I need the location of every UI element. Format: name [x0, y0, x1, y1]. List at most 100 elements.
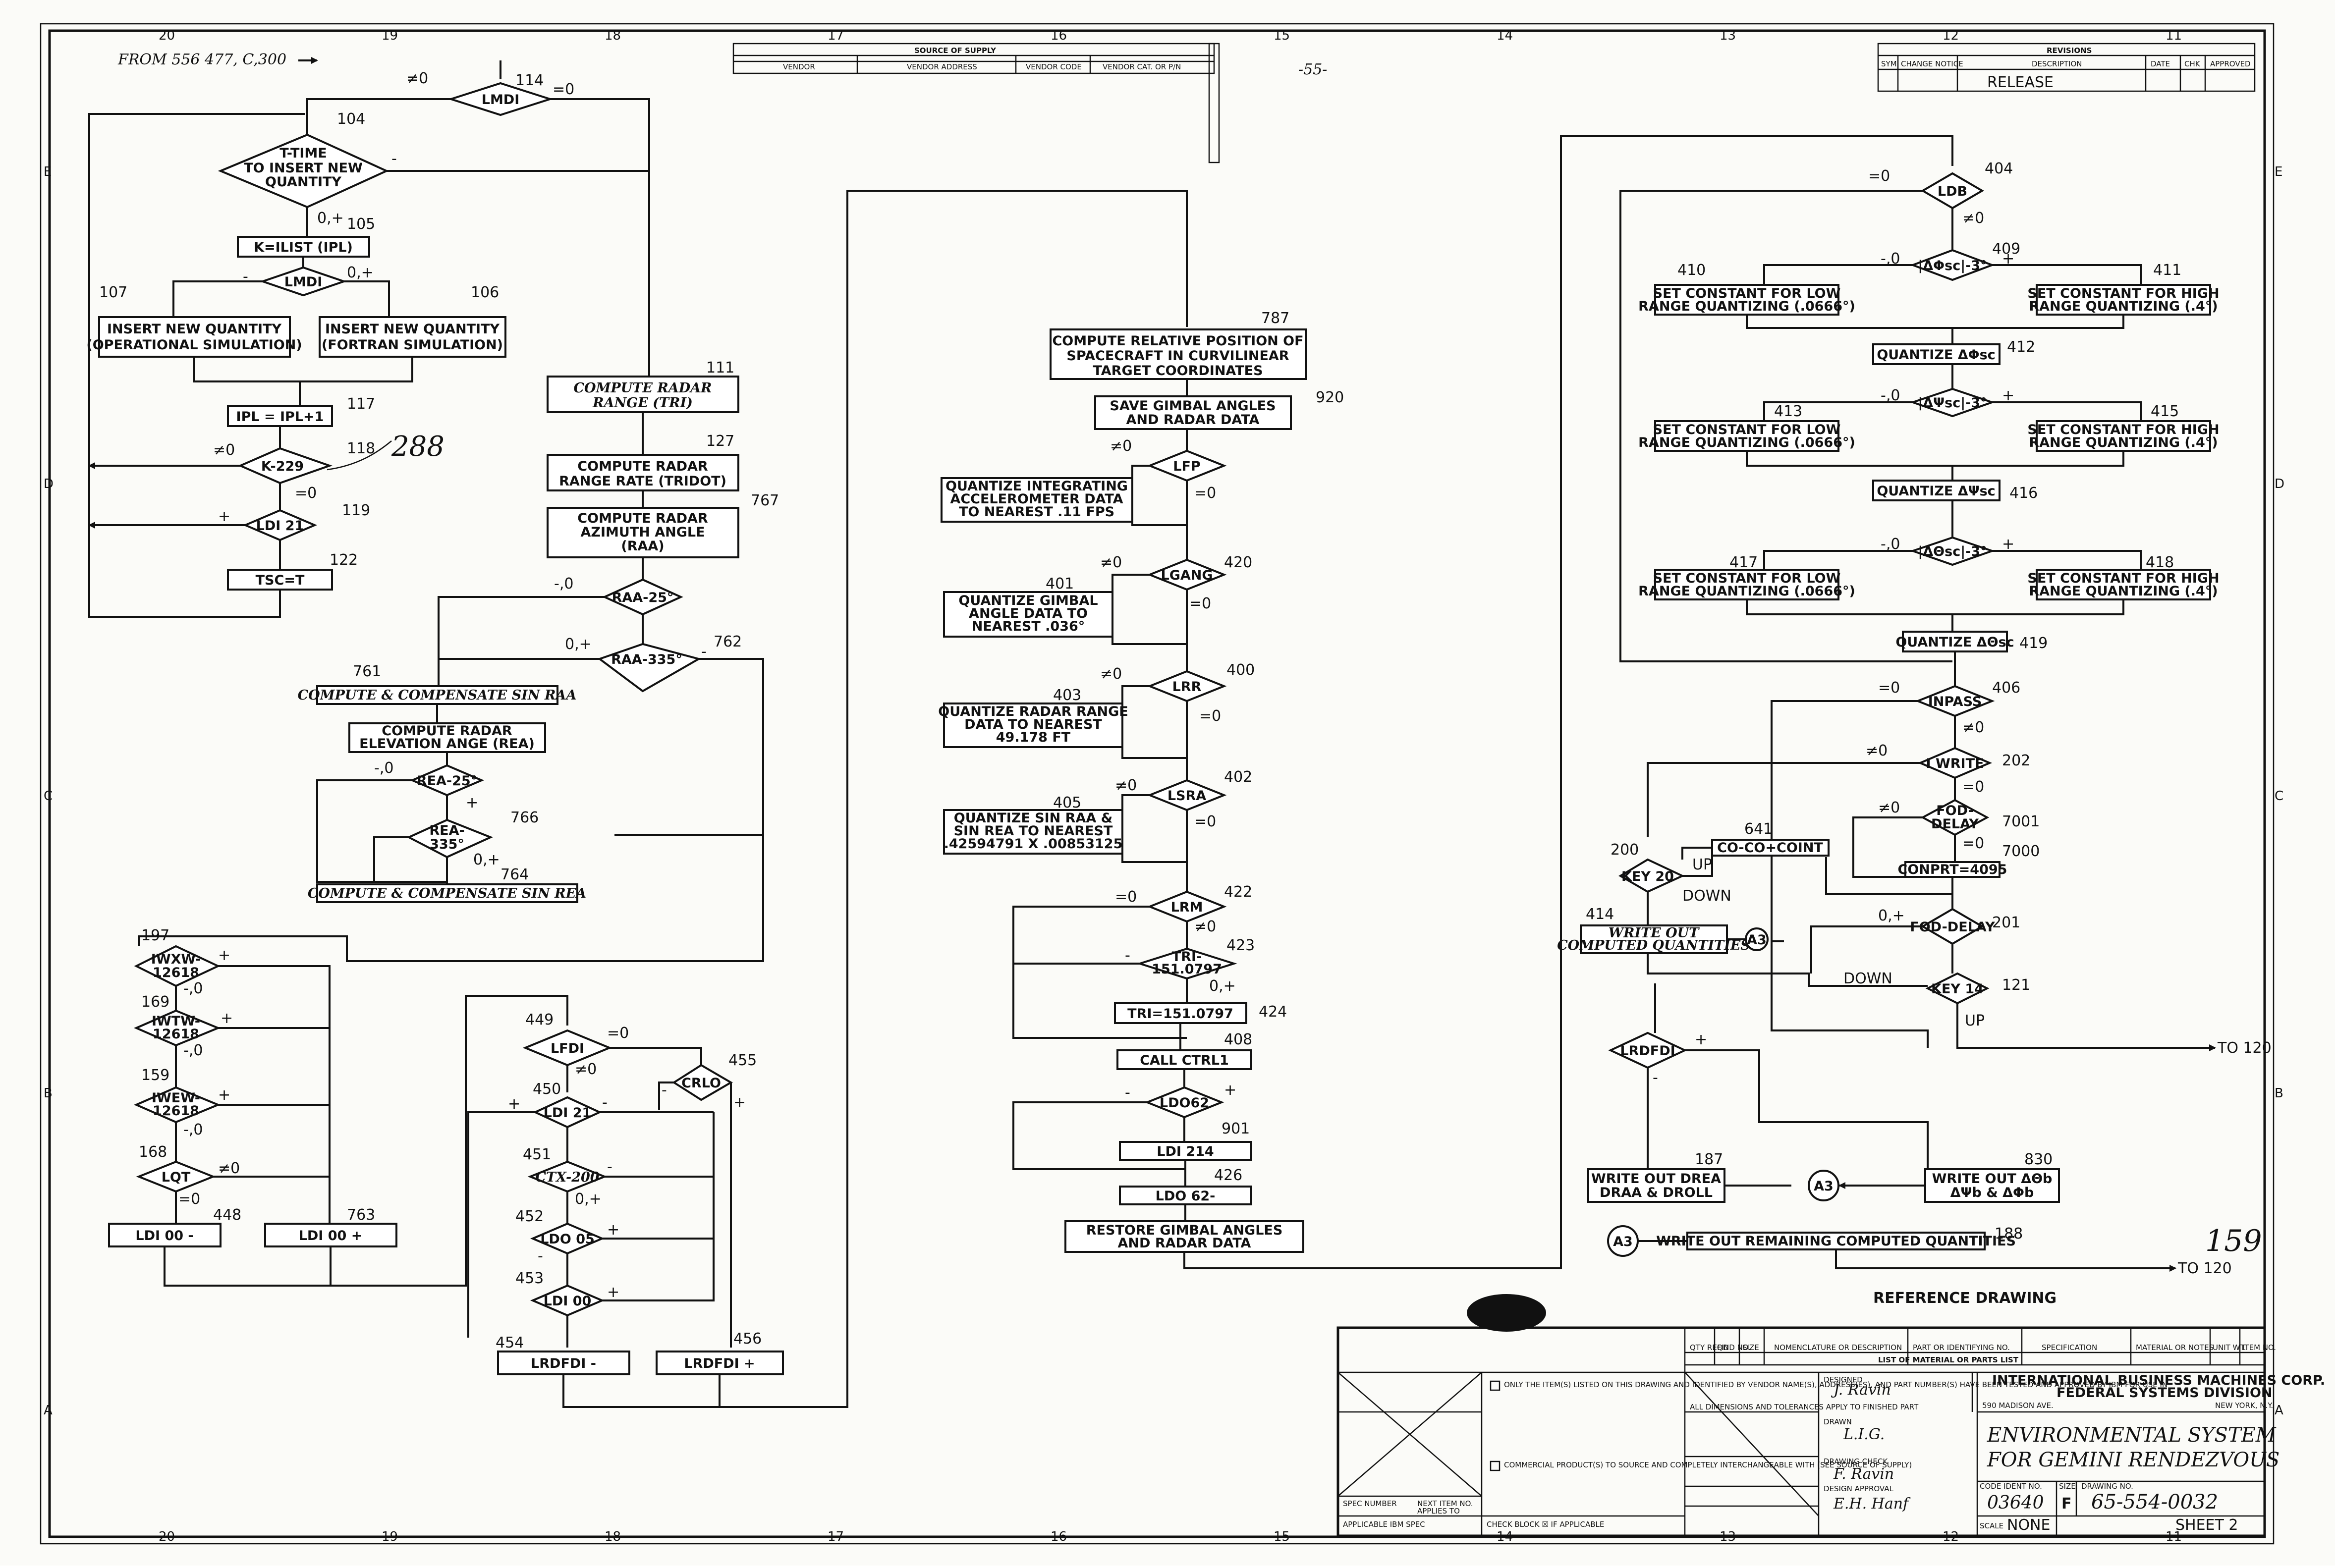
branch-label: ≠0 — [213, 441, 235, 459]
decision-label: LRR — [1172, 679, 1202, 695]
process-label: SET CONSTANT FOR LOW — [1653, 422, 1841, 437]
node-number: 415 — [2151, 403, 2179, 420]
process-quantize-psi — [1872, 480, 2001, 501]
process-label: RANGE RATE (TRIDOT) — [559, 474, 726, 489]
decision-inpass — [1915, 685, 1995, 717]
branch-label: - — [391, 150, 397, 167]
field-label: DESIGN APPROVAL — [1824, 1484, 1893, 1493]
decision-lsra — [1147, 779, 1227, 811]
list-title: LIST OF MATERIAL OR PARTS LIST — [1878, 1355, 2019, 1364]
branch-label: ≠0 — [218, 1160, 240, 1177]
decision-label: INPASS — [1928, 694, 1982, 709]
process-label: SPACECRAFT IN CURVILINEAR — [1066, 348, 1289, 364]
source-of-supply-title: SOURCE OF SUPPLY — [914, 46, 997, 55]
process-fortran-simulation — [319, 316, 506, 358]
note-text: ONLY THE ITEM(S) LISTED ON THIS DRAWING … — [1504, 1380, 2168, 1389]
branch-label: ≠0 — [1100, 665, 1122, 683]
process-label: QUANTIZE RADAR RANGE — [938, 704, 1128, 719]
decision-label: QUANTITY — [265, 174, 341, 190]
process-label: .42594791 X .00853125 — [944, 836, 1123, 852]
process-label: AND RADAR DATA — [1118, 1236, 1251, 1251]
drawing-title: ENVIRONMENTAL SYSTEM — [1987, 1424, 2277, 1447]
column-1-flow: LMDI 114 ≠0 =0 T-TIME TO INSERT NEW QUAN… — [86, 60, 650, 618]
offpage-label: TO 120 — [2177, 1260, 2232, 1277]
branch-label: ≠0 — [1878, 799, 1900, 816]
branch-label: - — [607, 1158, 612, 1176]
decision-label: RAA-335° — [611, 652, 682, 667]
revisions-title: REVISIONS — [2047, 46, 2092, 55]
node-number: 168 — [139, 1143, 167, 1161]
process-label: AND RADAR DATA — [1126, 412, 1260, 428]
decision-k229 — [238, 447, 333, 485]
process-label: QUANTIZE GIMBAL — [958, 593, 1098, 608]
node-number: 419 — [2019, 635, 2048, 652]
process-label: CONPRT=4095 — [1898, 862, 2007, 877]
process-label: LRDFDI + — [684, 1356, 755, 1371]
decision-label: LFP — [1173, 459, 1200, 474]
decision-label: LDI 21 — [544, 1105, 592, 1121]
process-label: RANGE (TRI) — [592, 395, 693, 411]
process-label: COMPUTE RELATIVE POSITION OF — [1052, 333, 1303, 349]
decision-rea-25 — [409, 764, 485, 797]
process-label: SET CONSTANT FOR HIGH — [2027, 422, 2219, 437]
decision-label: LDO62 — [1160, 1095, 1209, 1111]
process-label: WRITE OUT REMAINING COMPUTED QUANTITIES — [1656, 1234, 2016, 1249]
decision-fod-delay — [1920, 799, 1990, 836]
decision-tri — [1136, 947, 1237, 980]
process-label: COMPUTE & COMPENSATE SIN REA — [308, 886, 586, 901]
process-label: COMPUTE RADAR — [577, 459, 708, 474]
list-col: SPECIFICATION — [2042, 1343, 2097, 1352]
decision-label: FOD- — [1936, 803, 1974, 818]
decision-label: CRLO — [681, 1076, 721, 1091]
node-number: 403 — [1053, 687, 1081, 704]
ink-smudge — [1467, 1294, 1546, 1332]
process-label: COMPUTE & COMPENSATE SIN RAA — [298, 688, 577, 703]
decision-label: KEY 14 — [1931, 981, 1984, 997]
field-label: SIZE — [2059, 1482, 2076, 1491]
column-3-flow: IWXW- 12618 197 + -,0 IWTW- 12618 169 + … — [108, 190, 1188, 1408]
source-col: VENDOR — [783, 62, 815, 71]
branch-label: =0 — [295, 485, 317, 502]
process-accelerometer — [941, 477, 1133, 523]
list-col: PART OR IDENTIFYING NO. — [1913, 1343, 2010, 1352]
process-sin-quantize — [943, 809, 1123, 855]
process-label: SAVE GIMBAL ANGLES — [1110, 398, 1276, 414]
process-conprt — [1904, 861, 2001, 878]
process-label: RANGE QUANTIZING (.4°) — [2029, 584, 2218, 599]
zone-label: 17 — [828, 28, 844, 43]
margin-note: -55- — [1298, 61, 1327, 78]
node-number: 766 — [510, 809, 539, 826]
zone-label: A — [2275, 1403, 2283, 1418]
branch-label: + — [508, 1095, 520, 1113]
tolerance-note: ALL DIMENSIONS AND TOLERANCES APPLY TO F… — [1690, 1403, 1919, 1411]
branch-label: - — [1125, 1084, 1130, 1101]
zone-label: 20 — [159, 1529, 175, 1544]
process-label: CALL CTRL1 — [1140, 1053, 1229, 1068]
process-label: SET CONSTANT FOR HIGH — [2027, 286, 2219, 301]
node-number: 200 — [1611, 841, 1639, 859]
branch-label: - — [1125, 947, 1130, 964]
node-number: 761 — [353, 663, 381, 680]
node-number: 404 — [1985, 160, 2013, 177]
process-label: RESTORE GIMBAL ANGLES — [1086, 1223, 1283, 1238]
process-label: (OPERATIONAL SIMULATION) — [86, 337, 302, 353]
process-label: TARGET COORDINATES — [1093, 363, 1263, 378]
release-label: RELEASE — [1987, 74, 2054, 91]
process-quantize-phi — [1872, 343, 2001, 365]
decision-label: |ΔΨsc|-3° — [1918, 395, 1987, 411]
company-address: 590 MADISON AVE. — [1982, 1401, 2054, 1410]
branch-label: ≠0 — [575, 1061, 597, 1078]
branch-label: 0,+ — [1209, 977, 1236, 995]
node-number: 121 — [2002, 976, 2030, 994]
process-tsc — [227, 569, 333, 591]
process-compensate-sinrea — [316, 883, 578, 903]
signature: L.I.G. — [1843, 1426, 1885, 1443]
branch-label: + — [733, 1094, 746, 1111]
node-number: 122 — [330, 551, 358, 569]
rev-col: DATE — [2151, 59, 2170, 68]
branch-label: + — [466, 794, 478, 811]
handwritten-note: 159 — [2205, 1224, 2262, 1258]
node-number: 197 — [141, 927, 169, 944]
branch-label: =0 — [553, 81, 574, 98]
decision-raa-335 — [597, 643, 702, 693]
